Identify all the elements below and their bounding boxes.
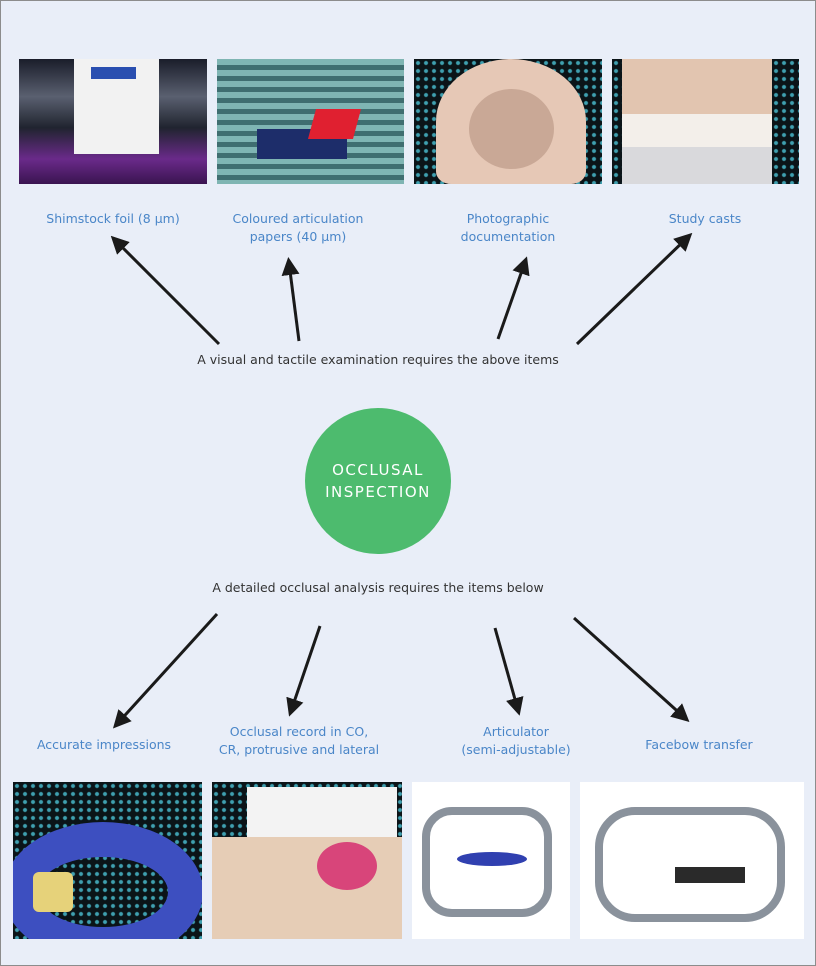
study-casts-photo [612, 59, 799, 184]
top-caption: A visual and tactile examination require… [197, 352, 559, 367]
label-line: papers (40 µm) [249, 229, 347, 244]
center-title-line1: OCCLUSAL [332, 461, 424, 479]
label-line: Facebow transfer [645, 737, 753, 752]
label-line: Photographic [466, 211, 550, 226]
arrow-down-facebow [572, 616, 690, 723]
facebow-photo [580, 782, 804, 939]
label-line: Articulator [483, 724, 549, 739]
label-facebow-transfer: Facebow transfer [609, 736, 789, 754]
center-title-line2: INSPECTION [325, 483, 431, 501]
photographic-documentation-photo [414, 59, 602, 184]
label-shimstock-foil: Shimstock foil (8 µm) [23, 210, 203, 228]
label-study-casts: Study casts [615, 210, 795, 228]
occlusal-record-photo [212, 782, 402, 939]
arrow-up-shimstock [110, 235, 221, 346]
articulator-photo [412, 782, 570, 939]
articulation-papers-photo [217, 59, 404, 184]
label-line: Coloured articulation [232, 211, 364, 226]
label-articulation-papers: Coloured articulation papers (40 µm) [208, 210, 388, 246]
label-line: Shimstock foil (8 µm) [46, 211, 180, 226]
label-photographic-documentation: Photographic documentation [418, 210, 598, 246]
arrow-up-casts [575, 232, 693, 346]
label-line: Accurate impressions [36, 737, 172, 752]
arrow-up-papers [281, 257, 301, 342]
label-line: documentation [460, 229, 556, 244]
label-line: Occlusal record in CO, [229, 724, 369, 739]
label-line: CR, protrusive and lateral [218, 742, 380, 757]
arrow-down-articulator [493, 627, 524, 716]
label-line: Study casts [668, 211, 742, 226]
label-line: (semi-adjustable) [461, 742, 571, 757]
occlusal-inspection-circle: OCCLUSAL INSPECTION [305, 408, 451, 554]
bottom-caption: A detailed occlusal analysis requires th… [212, 580, 544, 595]
shimstock-foil-photo [19, 59, 207, 184]
label-occlusal-record: Occlusal record in CO, CR, protrusive and… [199, 723, 399, 759]
arrow-up-photo [496, 256, 530, 340]
label-accurate-impressions: Accurate impressions [14, 736, 194, 754]
impressions-photo [13, 782, 202, 939]
label-articulator: Articulator (semi-adjustable) [426, 723, 606, 759]
arrow-down-impressions [112, 612, 219, 729]
arrow-down-record [286, 625, 322, 717]
